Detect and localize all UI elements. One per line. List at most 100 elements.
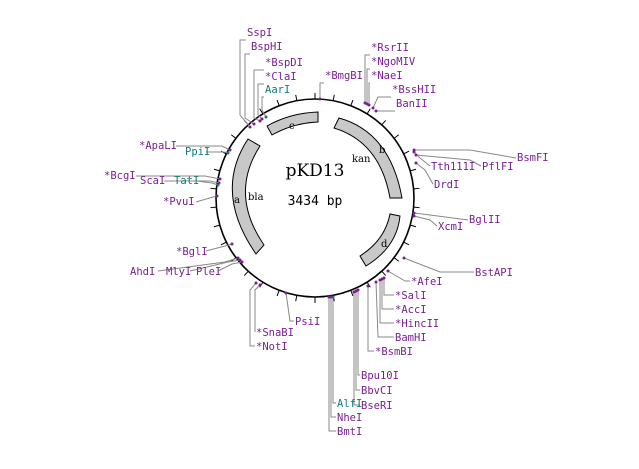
site-mark-aari: [264, 115, 268, 119]
site-mark-sspi: [248, 125, 252, 129]
leader-line-afei: [387, 270, 410, 282]
tick-mark: [259, 108, 264, 115]
leader-line-naei: [368, 82, 370, 105]
site-label-bspdi[interactable]: *BspDI: [265, 57, 303, 69]
site-label-clai[interactable]: *ClaI: [265, 71, 297, 83]
site-label-rsrii[interactable]: *RsrII: [371, 42, 409, 54]
feature-a-label: a: [234, 195, 240, 206]
leader-line-bsmbi: [367, 286, 374, 352]
site-mark-xcmi: [412, 214, 416, 218]
site-label-tati[interactable]: TatI: [174, 175, 199, 187]
leader-line-bglii: [413, 212, 469, 221]
site-label-bmti[interactable]: BmtI: [337, 426, 362, 438]
site-label-banii[interactable]: BanII: [396, 98, 428, 110]
leader-line-acci: [381, 279, 394, 310]
site-label-bamhi[interactable]: BamHI: [395, 332, 427, 344]
site-mark-bseri: [352, 290, 356, 294]
feature-c-arc: [266, 111, 319, 136]
site-label-naei[interactable]: *NaeI: [371, 70, 403, 82]
leader-line-pvui: [195, 195, 218, 203]
tick-mark: [403, 150, 410, 155]
leader-line-nhei: [330, 297, 336, 418]
leader-line-tati: [196, 180, 219, 186]
leader-line-bspdi: [253, 69, 264, 122]
site-mark-bamhi: [374, 280, 378, 284]
site-mark-psii: [284, 291, 288, 295]
site-label-plei[interactable]: PleI: [196, 266, 221, 278]
leader-line-pflfi: [415, 154, 482, 167]
leader-line-drdi: [415, 162, 434, 185]
leader-line-bsshii: [372, 96, 391, 109]
site-label-pflfi[interactable]: PflFI: [482, 161, 514, 173]
site-label-afei[interactable]: *AfeI: [411, 276, 443, 288]
tick-mark: [381, 120, 387, 126]
site-label-scai[interactable]: ScaI: [140, 175, 165, 187]
tick-mark: [332, 94, 335, 101]
site-mark-bsshii: [371, 106, 375, 110]
site-mark-ahdi: [236, 256, 240, 260]
leader-line-sspi: [239, 39, 251, 128]
site-label-bstapi[interactable]: BstAPI: [475, 267, 513, 279]
leader-line-noti: [249, 282, 257, 347]
leader-line-bsphi: [244, 53, 255, 125]
site-label-bgli[interactable]: *BglI: [176, 246, 208, 258]
plasmid-name: pKD13: [286, 161, 345, 181]
site-label-sali[interactable]: *SalI: [395, 290, 427, 302]
site-label-nhei[interactable]: NheI: [337, 412, 362, 424]
leader-line-apali: [176, 145, 231, 151]
site-mark-ppii: [226, 151, 230, 155]
site-label-bbvci[interactable]: BbvCI: [361, 385, 393, 397]
site-label-pvui[interactable]: *PvuI: [163, 196, 195, 208]
site-label-sspi[interactable]: SspI: [247, 27, 272, 39]
site-mark-naei: [367, 103, 371, 107]
site-label-ngomiv[interactable]: *NgoMIV: [371, 56, 416, 68]
site-label-alfi[interactable]: AlfI: [337, 398, 362, 410]
site-label-aari[interactable]: AarI: [265, 84, 290, 96]
feature-c-label: c: [289, 121, 295, 132]
tick-mark: [413, 206, 420, 209]
tick-mark: [295, 94, 298, 101]
site-label-bpu10i[interactable]: Bpu10I: [361, 370, 399, 382]
site-label-snabi[interactable]: *SnaBI: [256, 327, 294, 339]
tick-mark: [213, 168, 220, 172]
leader-line-mlyi: [189, 259, 241, 272]
site-label-ppii[interactable]: PpiI: [185, 146, 210, 158]
leader-line-sali: [383, 278, 394, 296]
feature-d-label: d: [381, 239, 388, 250]
leader-line-bgli: [205, 243, 233, 252]
tick-mark: [393, 134, 400, 139]
leader-line-bmgbi: [319, 82, 324, 99]
site-mark-bsphi: [252, 122, 256, 126]
tick-mark: [210, 206, 217, 209]
site-label-bseri[interactable]: BseRI: [361, 400, 393, 412]
site-label-bsphi[interactable]: BspHI: [251, 41, 283, 53]
site-label-ahdi[interactable]: AhdI: [130, 266, 155, 278]
site-label-bmgbi[interactable]: *BmgBI: [325, 70, 363, 82]
site-mark-pvui: [215, 194, 219, 198]
site-mark-tati: [216, 183, 220, 187]
site-label-bsmfi[interactable]: BsmFI: [517, 152, 549, 164]
site-label-hincii[interactable]: *HincII: [395, 318, 439, 330]
site-mark-tth111i: [412, 150, 416, 154]
site-label-bglii[interactable]: BglII: [469, 214, 501, 226]
site-label-acci[interactable]: *AccI: [395, 304, 427, 316]
site-label-noti[interactable]: *NotI: [256, 341, 288, 353]
leader-line-bstapi: [403, 257, 474, 273]
site-label-mlyi[interactable]: MlyI: [166, 266, 191, 278]
site-label-bcgi[interactable]: *BcgI: [104, 170, 136, 182]
leader-line-bseri: [353, 292, 360, 406]
site-label-drdi[interactable]: DrdI: [434, 179, 459, 191]
feature-a-arc: [231, 138, 265, 255]
site-label-xcmi[interactable]: XcmI: [438, 221, 463, 233]
site-label-tth111i[interactable]: Tth111I: [431, 161, 475, 173]
site-label-bsshii[interactable]: *BssHII: [392, 84, 436, 96]
site-label-psii[interactable]: PsiI: [295, 316, 320, 328]
leader-line-rsrii: [364, 54, 370, 103]
site-label-bsmbi[interactable]: *BsmBI: [375, 346, 413, 358]
feature-b-label: b: [379, 145, 385, 156]
site-label-apali[interactable]: *ApaLI: [139, 140, 177, 152]
plasmid-size: 3434 bp: [288, 194, 343, 209]
site-mark-plei: [240, 260, 244, 264]
site-mark-apali: [228, 148, 232, 152]
tick-mark: [210, 187, 217, 190]
